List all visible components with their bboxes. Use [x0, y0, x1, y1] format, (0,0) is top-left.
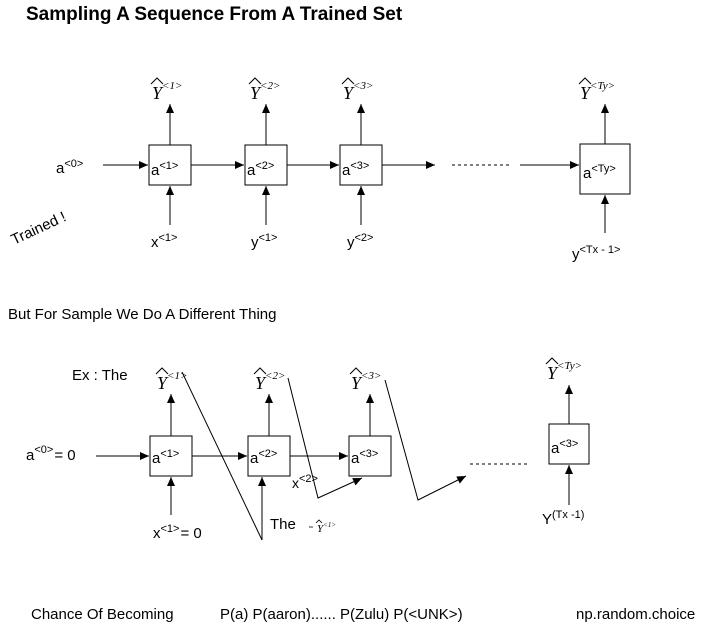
- svg-text:Y<Ty>: Y<Ty>: [580, 80, 615, 103]
- top-cell-ty-label: a<Ty>: [583, 163, 616, 182]
- bottom-cell-last: a<3>: [548, 423, 590, 465]
- svg-text:Y<1>: Y<1>: [157, 370, 187, 393]
- trained-note: Trained !: [9, 208, 69, 248]
- svg-text:Y<1>: Y<1>: [317, 521, 336, 535]
- bottom-feedback-y2: [287, 377, 363, 499]
- top-cell-1: a<1>: [148, 144, 192, 186]
- top-cell-2-label: a<2>: [247, 160, 274, 179]
- bottom-output-y2: Y<2>: [253, 367, 285, 393]
- bottom-cell-1: a<1>: [149, 435, 193, 477]
- feedback-small-y-hat: Y<1>: [309, 519, 336, 535]
- top-cell-1-label: a<1>: [151, 160, 178, 179]
- svg-text:Y<3>: Y<3>: [351, 370, 381, 393]
- chance-label: Chance Of Becoming: [31, 606, 174, 623]
- top-rnn-section: a<1> a<2> a<3> a<Ty>: [9, 77, 631, 263]
- bottom-cell-2: a<2>: [247, 435, 291, 477]
- sampling-method-label: np.random.choice: [576, 606, 695, 623]
- bottom-a0-label: a<0>= 0: [26, 444, 76, 464]
- bottom-x2-label: x<2>: [292, 473, 318, 491]
- top-input-y1: y<1>: [251, 232, 277, 251]
- bottom-input-x1: x<1>= 0: [153, 523, 202, 542]
- bottom-feedback-y1: [181, 371, 263, 541]
- top-output-y2: Y<2>: [248, 77, 280, 103]
- top-output-yty: Y<Ty>: [578, 77, 615, 103]
- bottom-output-y1: Y<1>: [155, 367, 187, 393]
- bottom-cell-3-label: a<3>: [351, 448, 378, 467]
- bottom-cell-1-label: a<1>: [152, 448, 179, 467]
- bottom-output-yty: Y<Ty>: [545, 357, 582, 383]
- svg-text:Y<3>: Y<3>: [343, 80, 373, 103]
- svg-text:Y<1>: Y<1>: [152, 80, 182, 103]
- bottom-input-ytx: Y(Tx -1): [542, 509, 584, 528]
- section-subtitle: But For Sample We Do A Different Thing: [8, 306, 276, 323]
- svg-text:Y<2>: Y<2>: [255, 370, 285, 393]
- bottom-output-y3: Y<3>: [349, 367, 381, 393]
- bottom-cell-last-label: a<3>: [551, 438, 578, 457]
- top-cell-3: a<3>: [339, 144, 383, 186]
- top-output-y1: Y<1>: [150, 77, 182, 103]
- svg-text:Y<Ty>: Y<Ty>: [547, 360, 582, 383]
- example-label: Ex : The: [72, 367, 128, 384]
- bottom-cell-2-label: a<2>: [250, 448, 277, 467]
- svg-text:Y<2>: Y<2>: [250, 80, 280, 103]
- bottom-cell-3: a<3>: [348, 435, 392, 477]
- top-cell-ty: a<Ty>: [579, 143, 631, 195]
- top-input-x1: x<1>: [151, 232, 177, 251]
- top-input-ytx: y<Tx - 1>: [572, 244, 620, 263]
- page-title: Sampling A Sequence From A Trained Set: [26, 4, 403, 25]
- top-cell-3-label: a<3>: [342, 160, 369, 179]
- top-a0-label: a<0>: [56, 158, 83, 177]
- top-cell-2: a<2>: [244, 144, 288, 186]
- probabilities-label: P(a) P(aaron)...... P(Zulu) P(<UNK>): [220, 606, 463, 623]
- top-output-y3: Y<3>: [341, 77, 373, 103]
- bottom-feedback-y3: [384, 379, 467, 501]
- bottom-rnn-section: a<1> a<2> a<3> a<3>: [26, 357, 590, 542]
- top-input-y2: y<2>: [347, 232, 373, 251]
- feedback-word-the: The: [270, 516, 296, 533]
